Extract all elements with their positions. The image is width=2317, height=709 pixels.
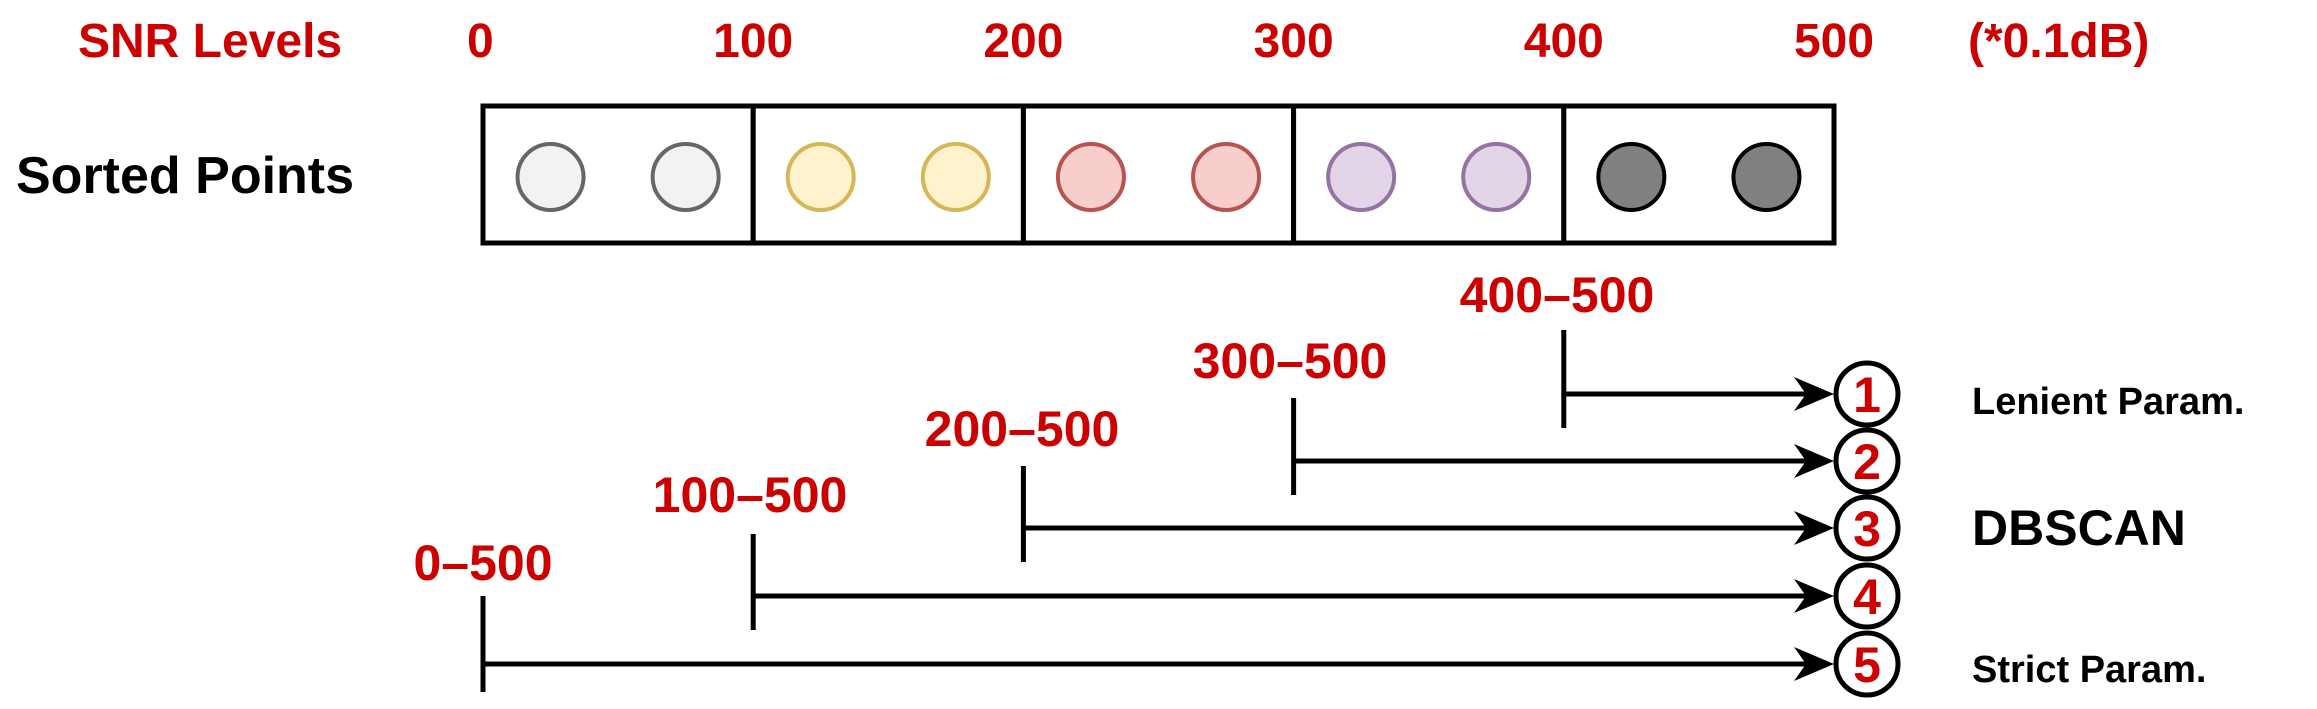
step-number-circle (1833, 562, 1901, 630)
sorted-points-label: Sorted Points (16, 147, 354, 205)
lenient-param-label: Lenient Param. (1972, 381, 2244, 423)
range-label: 400–500 (1460, 267, 1655, 323)
snr-tick-label: 0 (467, 15, 494, 68)
range-label: 300–500 (1193, 333, 1388, 389)
arrowhead-icon (1794, 377, 1834, 411)
range-label: 100–500 (653, 467, 848, 523)
step-number: 2 (1853, 434, 1881, 490)
range-label: 0–500 (413, 535, 552, 591)
snr-bin (750, 103, 1026, 246)
point-circle (650, 142, 721, 212)
step-number: 5 (1853, 637, 1881, 693)
point-circle (1326, 142, 1397, 212)
snr-tick-label: 500 (1794, 15, 1874, 68)
point-circle (1055, 142, 1126, 212)
snr-tick-label: 100 (713, 15, 793, 68)
step-number: 3 (1853, 501, 1881, 557)
step-number-circle (1833, 494, 1901, 562)
dbscan-label: DBSCAN (1972, 500, 2186, 556)
point-circle (515, 142, 586, 212)
range-label: 200–500 (925, 401, 1120, 457)
point-circle (1191, 142, 1262, 212)
range-arrows: 400–500 1 300–500 2 200–500 3 100–500 4 0–500 5 (413, 267, 1901, 698)
snr-unit-label: (*0.1dB) (1968, 15, 2149, 68)
snr-tick-label: 200 (983, 15, 1063, 68)
range-arrow: 0–500 5 (413, 535, 1901, 698)
arrowhead-icon (1794, 444, 1834, 478)
point-circle (920, 142, 991, 212)
arrowhead-icon (1794, 579, 1834, 613)
step-number-circle (1833, 630, 1901, 698)
point-circle (1596, 142, 1667, 212)
point-circle (1731, 142, 1802, 212)
snr-tick-label: 300 (1254, 15, 1334, 68)
arrowhead-icon (1794, 647, 1834, 681)
range-arrow: 200–500 3 (925, 401, 1901, 562)
snr-bin (480, 103, 756, 246)
arrowhead-icon (1794, 511, 1834, 545)
snr-bin (1291, 103, 1567, 246)
step-number: 1 (1853, 367, 1881, 423)
point-circle (785, 142, 856, 212)
step-number-circle (1833, 360, 1901, 428)
strict-param-label: Strict Param. (1972, 649, 2206, 691)
sorted-points-bar (480, 103, 1837, 246)
snr-tick-label: 400 (1524, 15, 1604, 68)
snr-bin (1561, 103, 1837, 246)
snr-bin (1020, 103, 1297, 246)
point-circle (1461, 142, 1532, 212)
range-arrow: 100–500 4 (653, 467, 1901, 630)
range-arrow: 300–500 2 (1193, 333, 1901, 495)
snr-levels-title: SNR Levels (78, 15, 342, 68)
step-number-circle (1833, 427, 1901, 495)
step-number: 4 (1853, 569, 1881, 625)
range-arrow: 400–500 1 (1460, 267, 1901, 428)
snr-tick-labels: 0 100 200 300 400 500 (467, 15, 1874, 68)
